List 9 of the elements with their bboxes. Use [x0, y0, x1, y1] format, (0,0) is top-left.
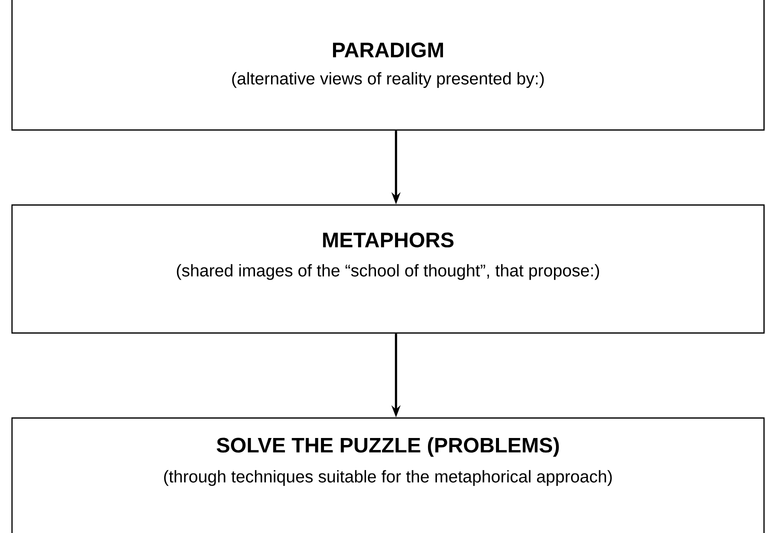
box-subtitle: (alternative views of reality presented by:) — [232, 72, 544, 88]
box-title: METAPHORS — [323, 232, 454, 248]
box-title: PARADIGM — [333, 42, 443, 58]
process-box — [11, 204, 765, 334]
box-subtitle: (through techniques suitable for the metaphorical approach) — [164, 470, 612, 486]
process-box — [11, 0, 765, 131]
box-title: SOLVE THE PUZZLE (PROBLEMS) — [216, 437, 559, 457]
process-box — [11, 417, 765, 533]
box-subtitle: (shared images of the “school of thought”, that propose:) — [176, 264, 600, 280]
